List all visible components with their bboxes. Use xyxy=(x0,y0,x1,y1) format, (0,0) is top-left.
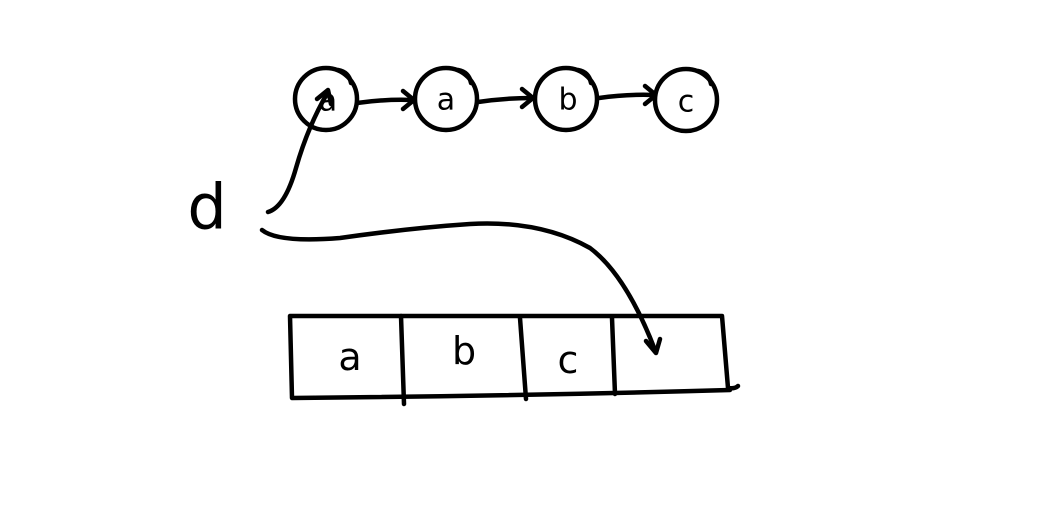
list-node-label: a xyxy=(437,83,455,118)
link-arrow-2-3 xyxy=(475,95,534,105)
pointer-to-list-node-1 xyxy=(265,89,331,215)
array-outline xyxy=(287,313,741,401)
array-cell-1-label: a xyxy=(338,335,361,379)
list-node-circle xyxy=(412,65,480,133)
list-node-flourish xyxy=(575,67,594,86)
array-divider-2 xyxy=(517,315,529,402)
list-node-2: a xyxy=(412,65,480,133)
array-cell-3-label: c xyxy=(558,338,579,382)
variable: d xyxy=(187,87,663,356)
list-node-label: c xyxy=(678,85,695,120)
link-arrow-3-4 xyxy=(596,92,657,101)
list-node-flourish xyxy=(455,67,474,86)
array-cell-2-label: b xyxy=(452,329,476,373)
array-divider-3 xyxy=(609,315,618,397)
array: a b c xyxy=(287,313,741,407)
linked-list-links xyxy=(354,83,659,112)
list-node-label: b xyxy=(558,83,577,118)
variable-label: d xyxy=(187,171,226,244)
list-node-3: b xyxy=(532,65,600,133)
list-node-circle xyxy=(532,65,600,133)
array-divider-1 xyxy=(398,313,407,407)
link-arrow-1-2 xyxy=(354,97,415,106)
pointer-to-list-node-1-head xyxy=(314,87,334,107)
pointer-to-array-cell-4-head xyxy=(643,336,663,356)
list-node-flourish xyxy=(335,67,354,86)
linked-list: a a b c xyxy=(292,65,720,134)
list-node-circle xyxy=(652,66,720,134)
pointer-to-array-cell-4 xyxy=(259,221,658,353)
list-node-flourish xyxy=(695,68,714,87)
list-node-4: c xyxy=(652,66,720,134)
